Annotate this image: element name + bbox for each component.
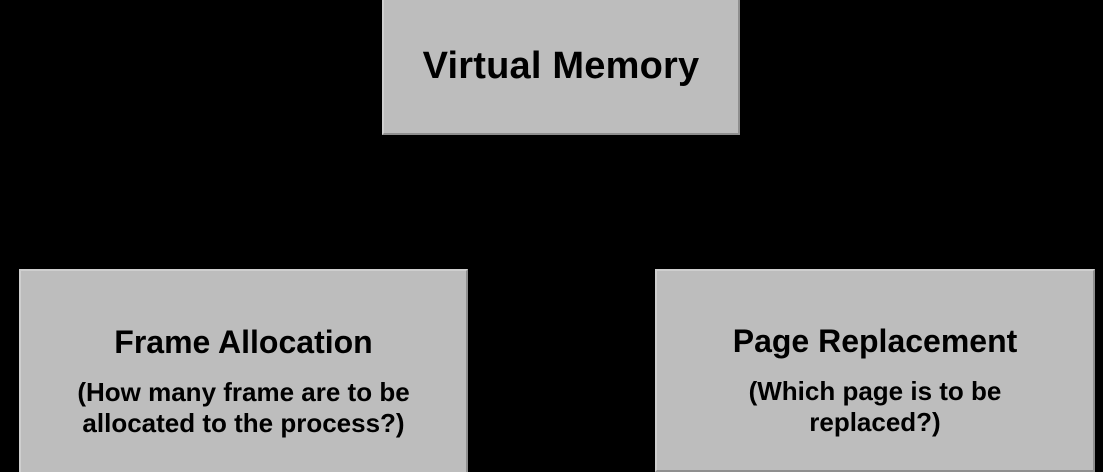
subtitle-line: allocated to the process?) [82,408,405,439]
node-page-replacement-subtitle: (Which page is to be replaced?) [735,376,1016,438]
node-page-replacement[interactable]: Page Replacement (Which page is to be re… [655,269,1095,472]
node-frame-allocation-subtitle: (How many frame are to be allocated to t… [63,377,423,439]
subtitle-line: replaced?) [809,407,941,438]
node-virtual-memory[interactable]: Virtual Memory [382,0,740,135]
node-page-replacement-title: Page Replacement [732,322,1018,359]
node-virtual-memory-title: Virtual Memory [422,44,700,87]
node-frame-allocation-title: Frame Allocation [114,323,373,360]
subtitle-line: (How many frame are to be [77,377,410,408]
subtitle-line: (Which page is to be [748,376,1002,407]
node-frame-allocation[interactable]: Frame Allocation (How many frame are to … [19,269,468,472]
